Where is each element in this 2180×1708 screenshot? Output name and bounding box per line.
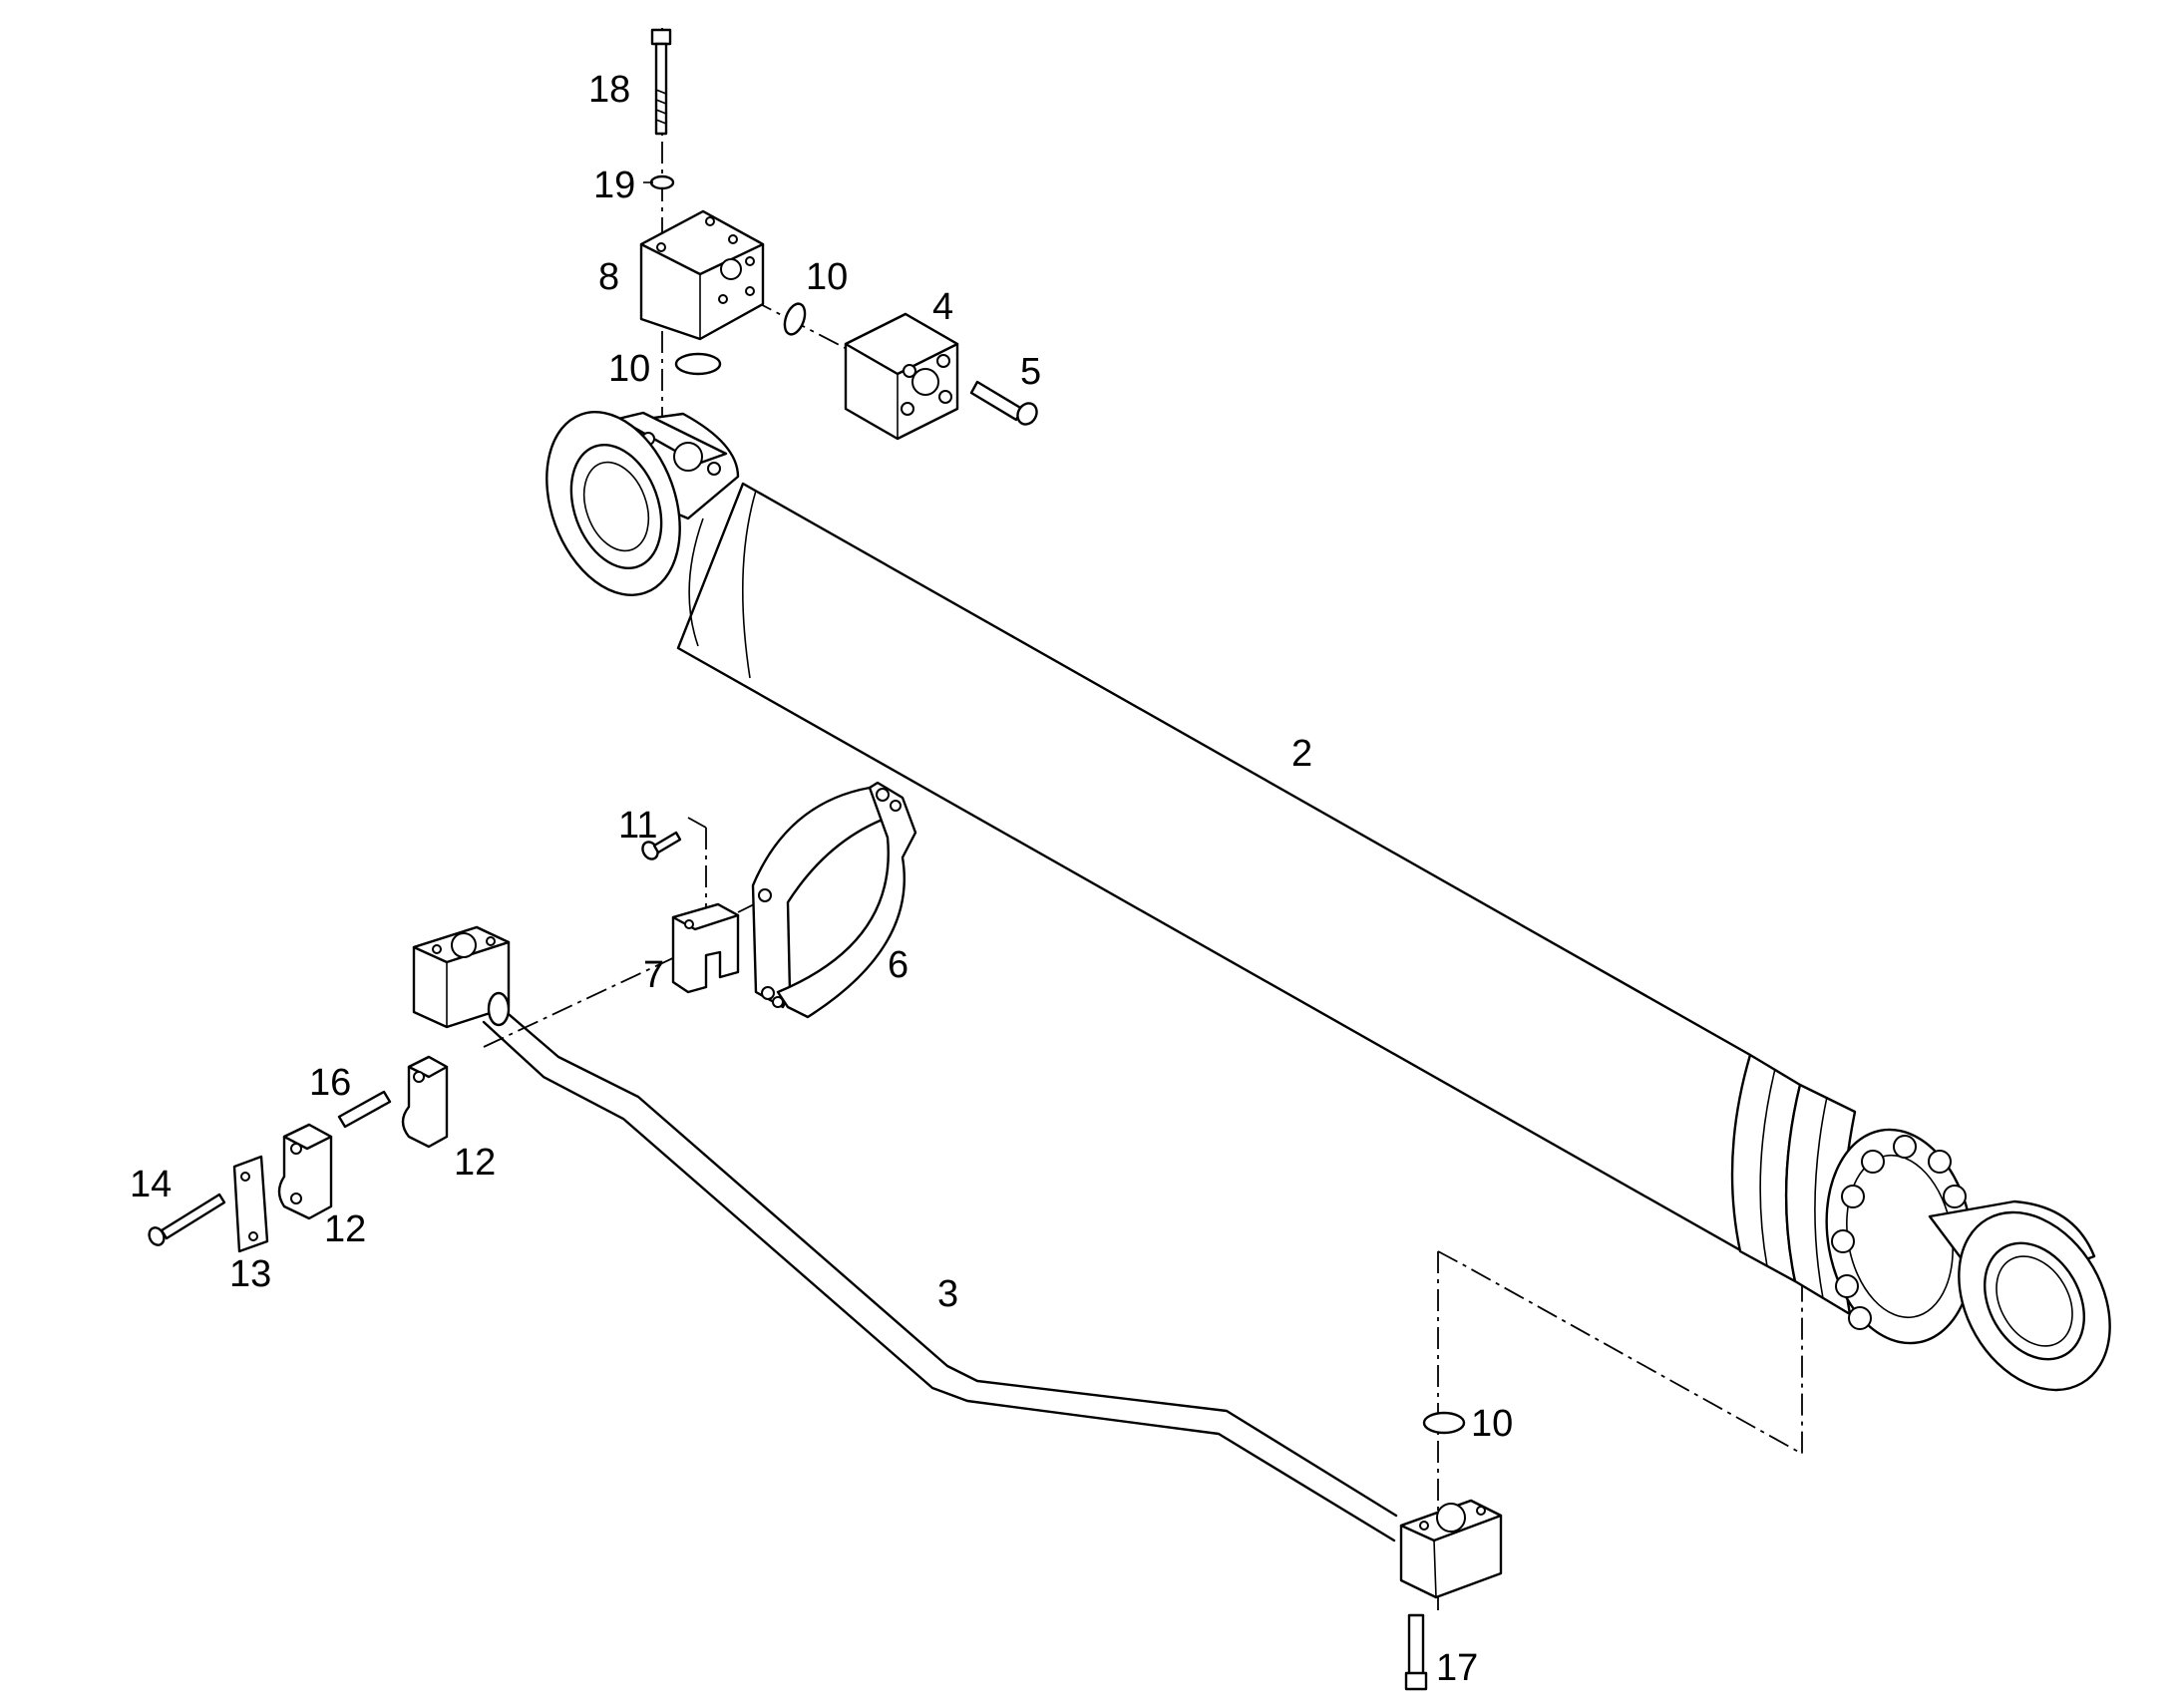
label-11: 11 — [618, 805, 657, 847]
label-12-upper: 12 — [454, 1142, 496, 1184]
pin-16 — [337, 1090, 392, 1129]
label-5: 5 — [1020, 351, 1041, 393]
label-16: 16 — [309, 1062, 351, 1104]
o-ring-10-top — [674, 352, 722, 376]
pipe-flange-upper — [412, 925, 511, 1029]
label-18: 18 — [588, 69, 630, 111]
flange-block-4 — [844, 312, 959, 441]
label-10-top: 10 — [608, 348, 650, 390]
pipe-flange-lower — [1399, 1499, 1503, 1599]
label-6: 6 — [888, 944, 908, 986]
clamp-6 — [751, 781, 917, 1019]
label-19: 19 — [593, 165, 635, 206]
washer-19 — [649, 174, 675, 190]
bolt-14 — [148, 1193, 226, 1246]
flange-bolts — [1831, 1135, 1967, 1330]
clamp-half-12a — [401, 1055, 449, 1149]
valve-block-8 — [639, 209, 765, 341]
label-12-lower: 12 — [324, 1208, 366, 1250]
plate-13 — [232, 1155, 269, 1253]
hydraulic-pipe — [482, 995, 1398, 1542]
label-10-bottom: 10 — [1471, 1403, 1513, 1445]
label-4: 4 — [932, 286, 953, 328]
hydraulic-cylinder — [545, 411, 2111, 1392]
label-17: 17 — [1436, 1647, 1478, 1689]
label-2: 2 — [1291, 733, 1312, 775]
o-ring-10-side — [783, 302, 807, 336]
bolt-17 — [1404, 1613, 1428, 1691]
label-13: 13 — [229, 1253, 271, 1295]
label-3: 3 — [937, 1273, 958, 1315]
label-14: 14 — [130, 1164, 172, 1205]
label-10-side: 10 — [806, 256, 848, 298]
clamp-half-12b — [277, 1123, 333, 1220]
bolt-18 — [650, 28, 672, 136]
part-labels: 18 19 8 10 4 10 5 2 11 7 6 16 12 14 12 1… — [130, 69, 1513, 1689]
bolt-5 — [969, 380, 1038, 426]
bracket-7 — [671, 902, 740, 994]
screw-11 — [641, 831, 682, 860]
label-8: 8 — [598, 256, 619, 298]
label-7: 7 — [643, 954, 664, 996]
o-ring-10-bottom — [1422, 1411, 1466, 1435]
